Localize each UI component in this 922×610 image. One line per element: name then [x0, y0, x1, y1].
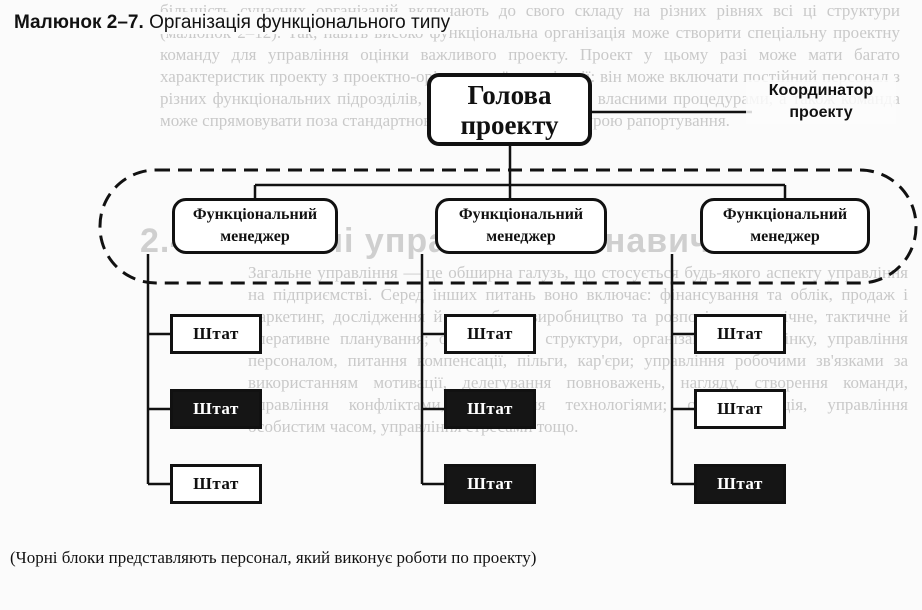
- staff-box-c2-r2: Штат: [444, 389, 536, 429]
- project-head-box: Голова проекту: [427, 73, 592, 146]
- figure-caption: Малюнок 2–7. Організація функціонального…: [14, 12, 451, 34]
- staff-box-c2-r3: Штат: [444, 464, 536, 504]
- manager-1-line-2: менеджер: [220, 228, 290, 245]
- staff-label: Штат: [193, 474, 239, 493]
- project-head-line-1: Голова: [467, 79, 552, 110]
- functional-manager-box-2: Функціональний менеджер: [435, 198, 607, 254]
- coordinator-line-2: проекту: [789, 104, 853, 121]
- manager-1-line-1: Функціональний: [192, 206, 318, 223]
- project-coordinator-label: Координатор проекту: [746, 80, 896, 124]
- figure-title: Організація функціонального типу: [149, 12, 451, 33]
- manager-2-line-2: менеджер: [486, 228, 556, 245]
- staff-box-c3-r1: Штат: [694, 314, 786, 354]
- staff-box-c3-r3: Штат: [694, 464, 786, 504]
- staff-label: Штат: [467, 324, 513, 343]
- staff-box-c1-r1: Штат: [170, 314, 262, 354]
- functional-manager-box-1: Функціональний менеджер: [172, 198, 338, 254]
- coordination-region-outline: [98, 168, 918, 285]
- staff-label: Штат: [717, 324, 763, 343]
- figure-number: Малюнок 2–7.: [14, 12, 144, 33]
- staff-label: Штат: [467, 474, 513, 493]
- staff-box-c1-r2: Штат: [170, 389, 262, 429]
- staff-box-c3-r2: Штат: [694, 389, 786, 429]
- manager-3-line-1: Функціональний: [722, 206, 848, 223]
- project-head-line-2: проекту: [460, 109, 559, 140]
- staff-label: Штат: [717, 474, 763, 493]
- staff-box-c1-r3: Штат: [170, 464, 262, 504]
- legend-note: (Чорні блоки представляють персонал, яки…: [10, 548, 541, 568]
- functional-manager-box-3: Функціональний менеджер: [700, 198, 870, 254]
- staff-box-c2-r1: Штат: [444, 314, 536, 354]
- manager-2-line-1: Функціональний: [458, 206, 584, 223]
- staff-label: Штат: [717, 399, 763, 418]
- staff-label: Штат: [467, 399, 513, 418]
- manager-3-line-2: менеджер: [750, 228, 820, 245]
- staff-label: Штат: [193, 399, 239, 418]
- coordinator-line-1: Координатор: [768, 82, 874, 99]
- staff-label: Штат: [193, 324, 239, 343]
